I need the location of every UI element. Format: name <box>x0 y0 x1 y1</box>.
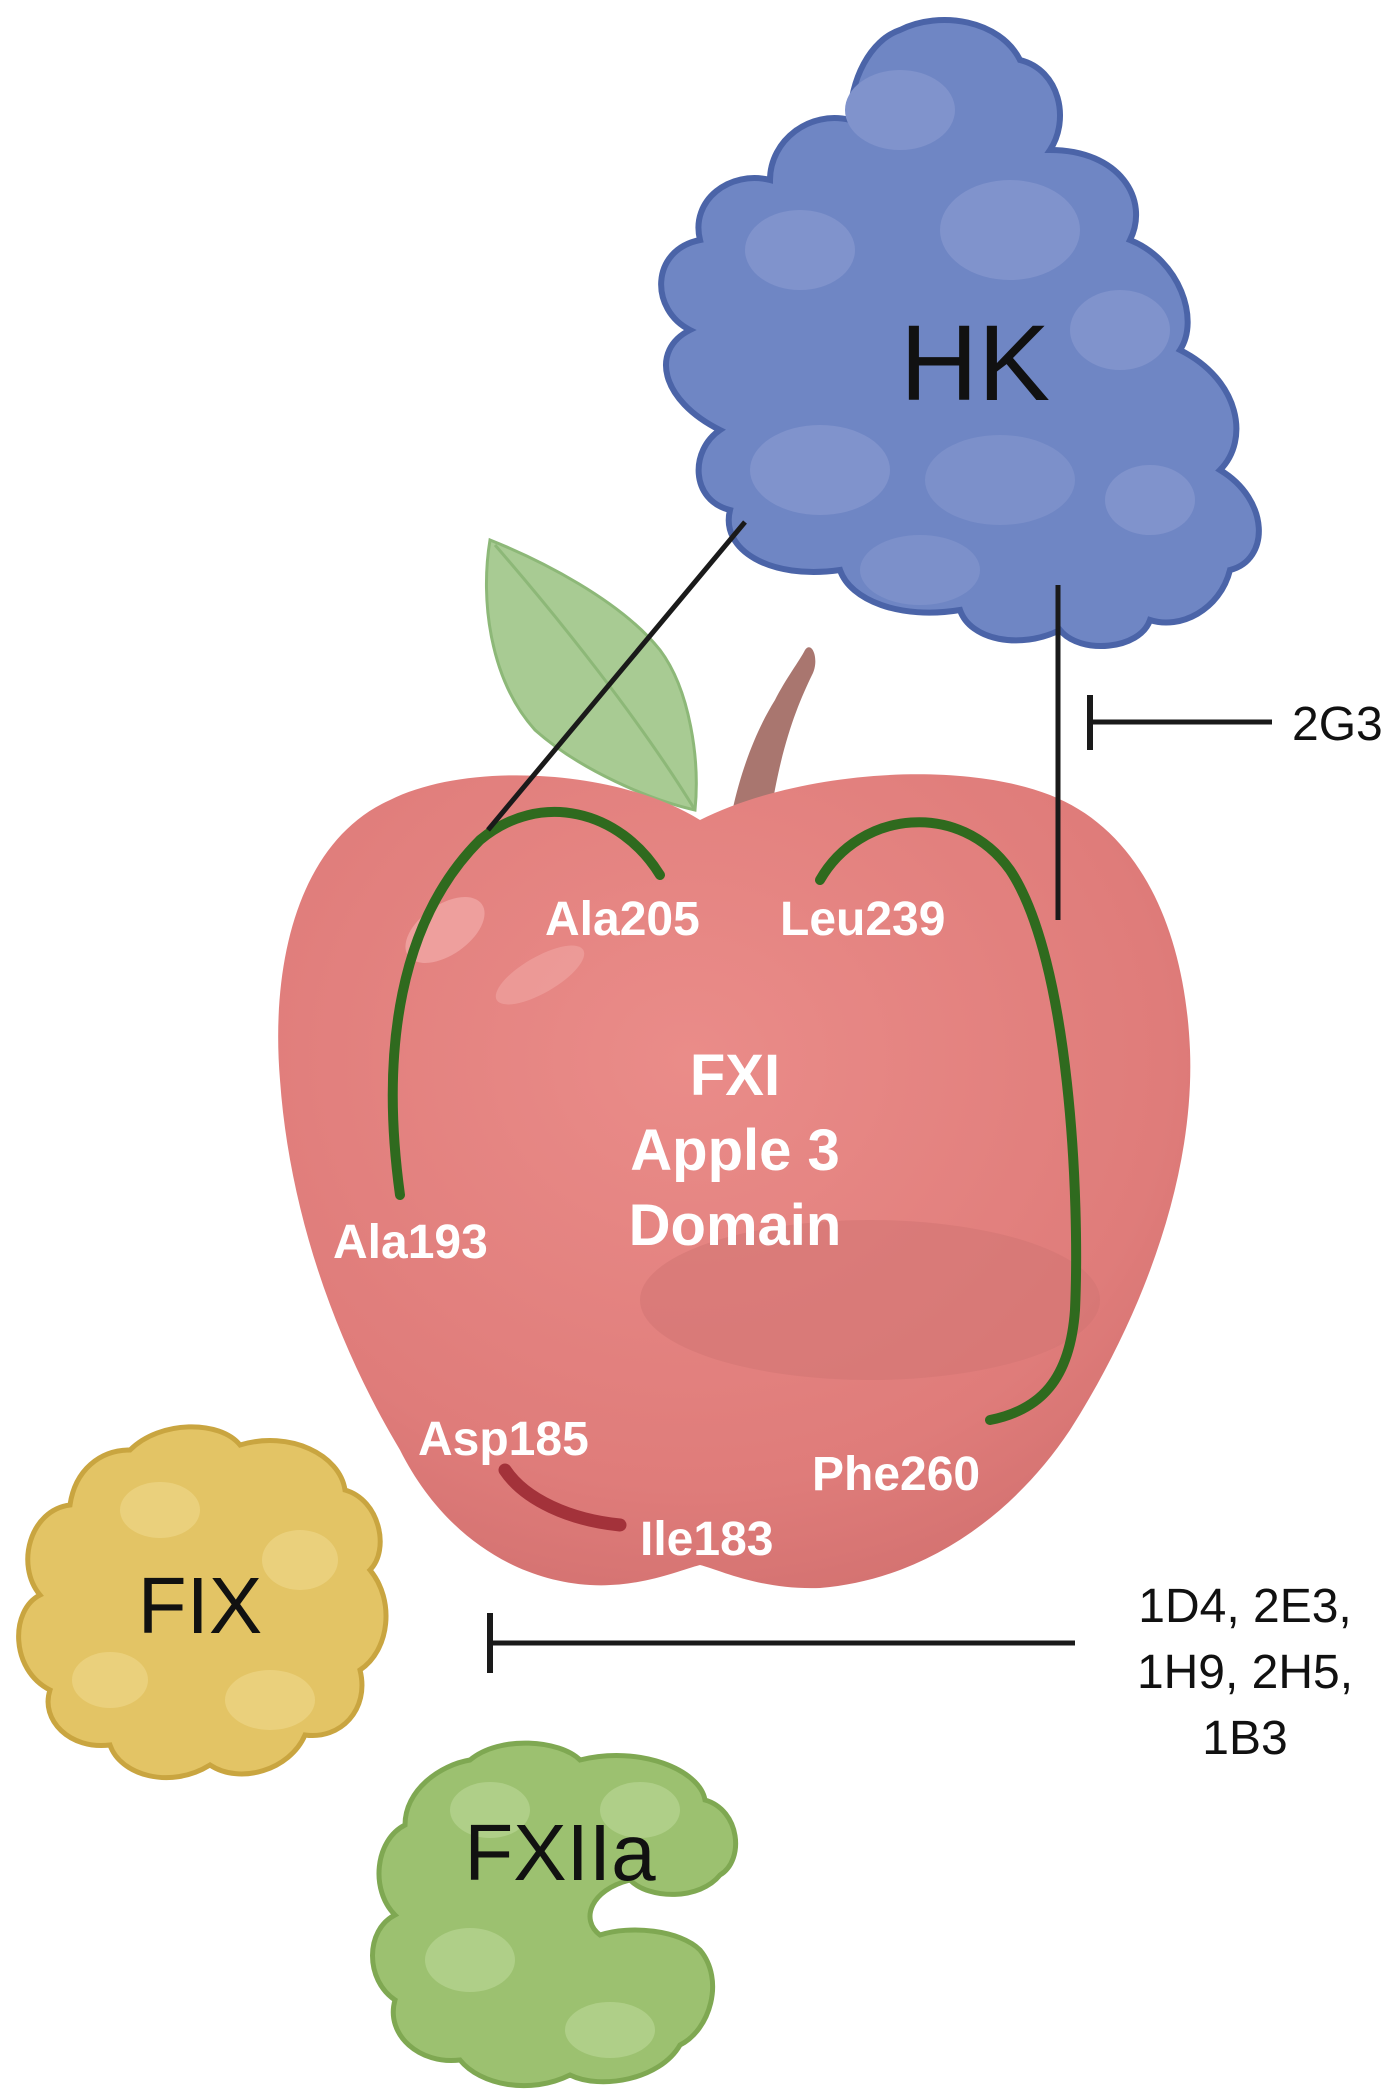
hk-bump <box>1070 290 1170 370</box>
hk-bump <box>860 535 980 605</box>
fix-antibodies-line1: 1D4, 2E3, <box>1138 1580 1351 1633</box>
binding-arc-left <box>387 806 665 1200</box>
leaf-vein <box>493 544 697 811</box>
fix-bump <box>225 1670 315 1730</box>
residue-asp185: Asp185 <box>418 1413 589 1466</box>
hk-connector-left <box>486 520 747 832</box>
fxiia-blob <box>370 1740 738 2089</box>
hk-label: HK <box>900 302 1050 423</box>
inhibitor-2g3: 2G3 <box>1087 695 1383 751</box>
apple-body <box>278 774 1191 1589</box>
fxiia-protein: FXIIa <box>370 1740 738 2089</box>
apple-leaf <box>485 537 698 812</box>
inhibitor-2g3-label: 2G3 <box>1292 698 1383 751</box>
binding-arc-right <box>815 817 1082 1425</box>
hk-bump <box>750 425 890 515</box>
fxiia-label: FXIIa <box>464 1808 656 1897</box>
hk-bump <box>845 70 955 150</box>
apple-shade <box>640 1220 1100 1380</box>
residue-ile183: Ile183 <box>640 1513 773 1566</box>
hk-bump <box>745 210 855 290</box>
fxiia-bump <box>565 2002 655 2058</box>
fxiia-bump <box>450 1782 530 1838</box>
fix-antibodies-line2: 1H9, 2H5, <box>1137 1646 1353 1699</box>
hk-protein: HK <box>658 17 1262 649</box>
apple-highlight <box>495 945 585 1005</box>
residue-phe260: Phe260 <box>812 1448 980 1501</box>
fix-bump <box>262 1530 338 1590</box>
hk-bump <box>925 435 1075 525</box>
fix-bump <box>72 1652 148 1708</box>
fix-label: FIX <box>138 1561 262 1650</box>
residue-ala205: Ala205 <box>545 893 700 946</box>
apple-title-line1: FXI <box>690 1043 780 1108</box>
fix-antibodies-line3: 1B3 <box>1202 1712 1287 1765</box>
fxi-apple: FXI Apple 3 Domain Ala205 Leu239 Ala193 … <box>278 537 1191 1589</box>
residue-leu239: Leu239 <box>780 893 945 946</box>
fxiia-bump <box>600 1782 680 1838</box>
fix-bump <box>120 1482 200 1538</box>
hk-bump <box>940 180 1080 280</box>
fix-protein: FIX <box>16 1424 389 1781</box>
active-arc <box>498 1463 627 1532</box>
inhibitor-fix-antibodies: 1D4, 2E3, 1H9, 2H5, 1B3 <box>487 1580 1353 1765</box>
residue-ala193: Ala193 <box>333 1216 488 1269</box>
apple-highlight <box>405 897 485 963</box>
hk-bump <box>1105 465 1195 535</box>
apple-title-line3: Domain <box>629 1193 842 1258</box>
fxiia-bump <box>425 1928 515 1992</box>
apple-title-line2: Apple 3 <box>630 1118 840 1183</box>
